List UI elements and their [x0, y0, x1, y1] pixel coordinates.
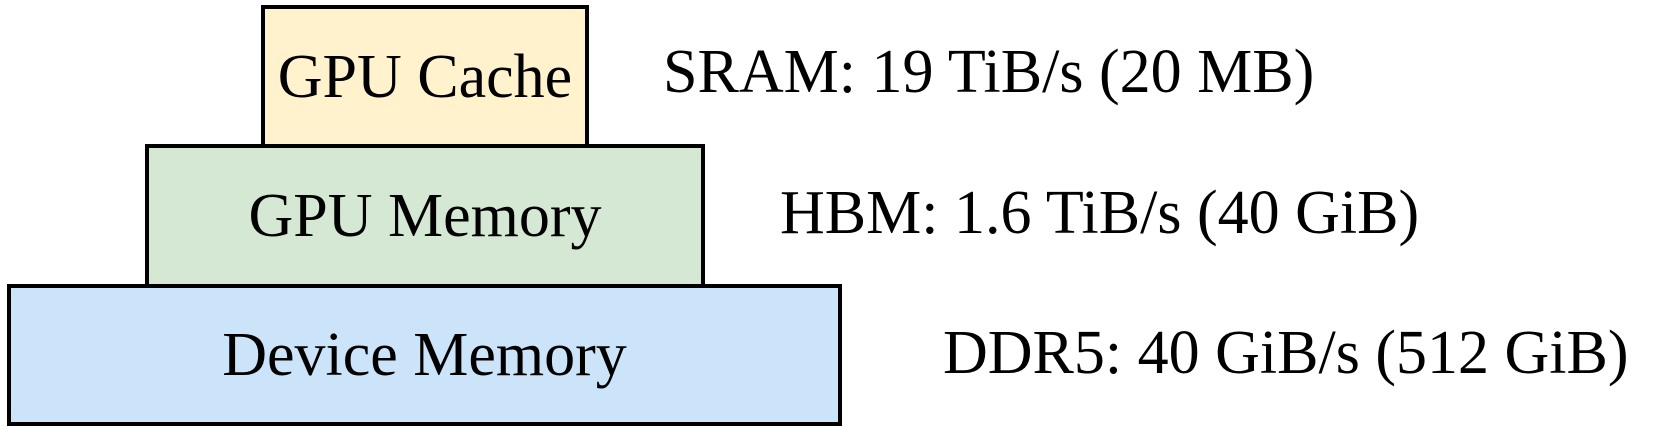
device-memory-tier: Device Memory [7, 284, 842, 426]
gpu-memory-label: GPU Memory [248, 182, 602, 250]
ddr5-spec-text: DDR5: 40 GiB/s (512 GiB) [943, 319, 1629, 387]
gpu-cache-label: GPU Cache [277, 42, 573, 111]
device-memory-label: Device Memory [222, 321, 627, 389]
gpu-cache-tier: GPU Cache [261, 5, 589, 148]
gpu-memory-tier: GPU Memory [145, 144, 705, 288]
sram-spec-text: SRAM: 19 TiB/s (20 MB) [663, 38, 1315, 106]
hbm-spec-text: HBM: 1.6 TiB/s (40 GiB) [780, 179, 1420, 247]
